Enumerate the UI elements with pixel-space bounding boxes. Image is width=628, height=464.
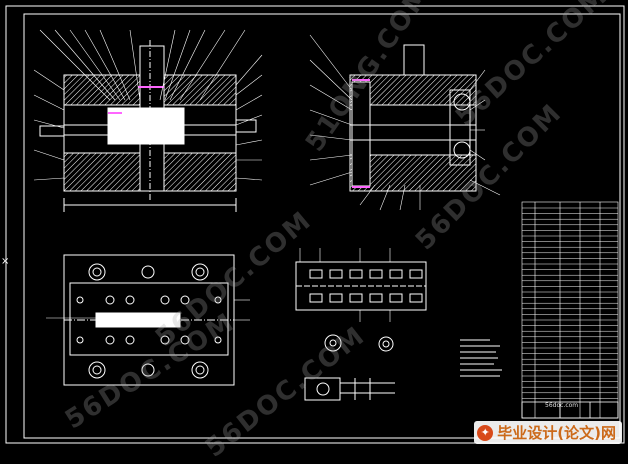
brand-badge: ✦ 毕业设计(论文)网 [474,421,622,444]
side-view-leaders [309,34,501,211]
workpiece-views [304,334,395,401]
cad-drawing [5,5,625,444]
parts-list-table [521,201,619,419]
main-section-view [39,40,257,212]
source-tag: 56doc.com [545,402,579,409]
outer-frame [5,5,625,444]
plan-view [46,254,250,386]
strip-layout [295,248,427,322]
side-mark: × [1,256,10,267]
main-view-leaders [33,29,263,181]
technical-notes [460,339,502,377]
inner-frame [23,13,621,439]
side-section-view [349,44,477,192]
title-block [521,401,619,419]
logo-badge-icon: ✦ [477,424,494,441]
parts-list-rows [522,207,618,399]
brand-text: 毕业设计(论文)网 [497,424,616,442]
